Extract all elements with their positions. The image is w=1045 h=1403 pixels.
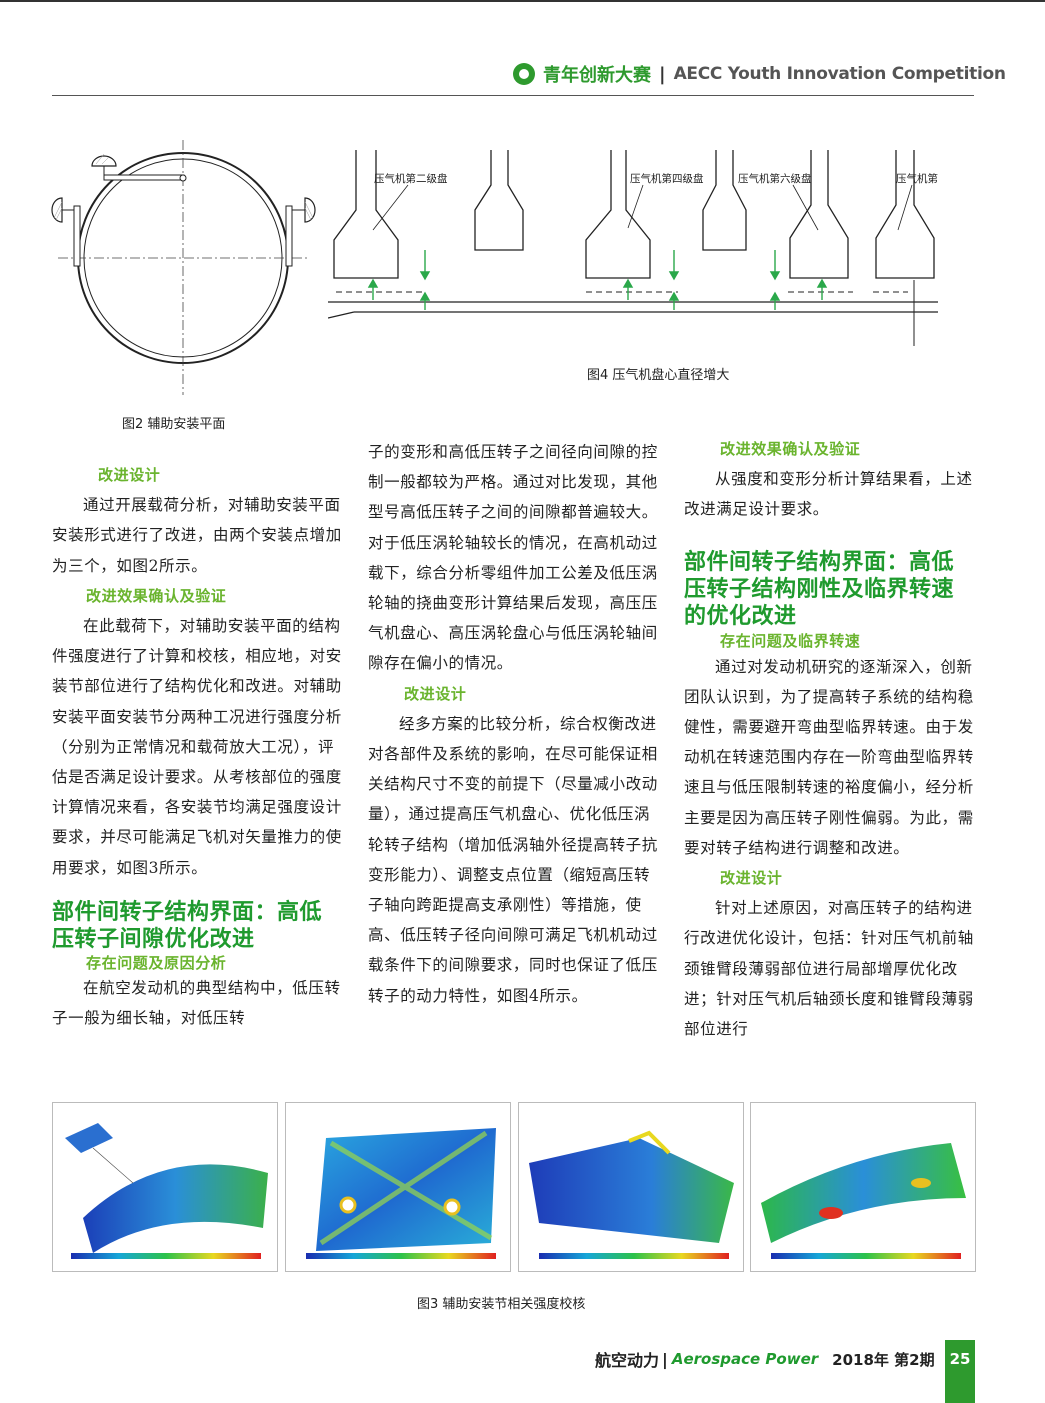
header-separator: |: [659, 63, 666, 85]
col1-paragraph-2: 在此载荷下，对辅助安装平面的结构件强度进行了计算和校核，相应地，对安装节部位进行…: [52, 617, 342, 877]
issue-label: 2018年 第2期: [832, 1350, 935, 1369]
figure-2-diagram: [51, 140, 316, 395]
figure-4-caption: 图4 压气机盘心直径增大: [587, 368, 730, 383]
col3-paragraph-3: 针对上述原因，对高压转子的结构进行改进优化设计，包括：针对压气机前轴颈锥臂段薄弱…: [684, 899, 974, 1039]
fig4-label-stage2: 压气机第二级盘: [374, 172, 448, 185]
col1-paragraph-1: 通过开展载荷分析，对辅助安装平面安装形式进行了改进，由两个安装点增加为三个，如图…: [52, 496, 342, 575]
journal-name-en: Aerospace Power: [671, 1350, 819, 1368]
running-header: 青年创新大赛 | AECC Youth Innovation Competiti…: [513, 60, 1006, 88]
col1-subheading-1: 改进设计: [98, 466, 161, 484]
page-number: 25: [949, 1350, 971, 1368]
col1-paragraph-3: 在航空发动机的典型结构中，低压转子一般为细长轴，对低压转: [52, 978, 341, 1028]
col2-subheading-1: 改进设计: [404, 684, 467, 703]
running-footer: 航空动力 | Aerospace Power 2018年 第2期: [595, 1347, 935, 1371]
fig4-label-stage7: 压气机第七级盘: [896, 172, 938, 185]
top-border: [0, 0, 1045, 2]
figure-4-diagram: 压气机第二级盘 压气机第四级盘 压气机第六级盘 压气机第七级盘: [328, 150, 938, 346]
footer-separator: |: [662, 1349, 668, 1369]
col2-paragraph-1: 子的变形和高低压转子之间径向间隙的控制一般都较为严格。通过对比发现，其他型号高低…: [368, 443, 658, 673]
text-column-3: 改进效果确认及验证 从强度和变形分析计算结果看，上述改进满足设计要求。 部件间转…: [684, 434, 976, 1044]
col1-subheading-3: 存在问题及原因分析: [86, 953, 227, 972]
col3-paragraph-2: 通过对发动机研究的逐渐深入，创新团队认识到，为了提高转子系统的结构稳健性，需要避…: [684, 657, 974, 857]
figure-2-caption: 图2 辅助安装平面: [122, 417, 226, 432]
fea-panel-1: [52, 1102, 278, 1272]
competition-logo-icon: [513, 63, 535, 85]
col2-paragraph-2: 经多方案的比较分析，综合权衡改进对各部件及系统的影响，在尽可能保证相关结构尺寸不…: [368, 714, 658, 1005]
col3-paragraph-1: 从强度和变形分析计算结果看，上述改进满足设计要求。: [684, 470, 973, 519]
page-number-tab: [945, 1340, 975, 1403]
figure-3-caption: 图3 辅助安装节相关强度校核: [417, 1297, 586, 1312]
fea-panel-3: [518, 1102, 744, 1272]
text-column-2: 子的变形和高低压转子之间径向间隙的控制一般都较为严格。通过对比发现，其他型号高低…: [368, 437, 660, 1011]
fea-panel-2: [285, 1102, 511, 1272]
col3-subheading-2: 存在问题及临界转速: [720, 631, 861, 650]
col3-subheading-1: 改进效果确认及验证: [720, 440, 861, 458]
col1-subheading-2: 改进效果确认及验证: [86, 586, 227, 605]
fea-panel-4: [750, 1102, 976, 1272]
col3-subheading-3: 改进设计: [720, 869, 783, 888]
col3-section-heading: 部件间转子结构界面：高低压转子结构刚性及临界转速的优化改进: [684, 549, 955, 629]
journal-name-cn: 航空动力: [595, 1351, 660, 1370]
figure-3-panels: [52, 1102, 976, 1272]
header-title-cn: 青年创新大赛: [543, 65, 651, 86]
text-column-1: 改进设计 通过开展载荷分析，对辅助安装平面安装形式进行了改进，由两个安装点增加为…: [52, 460, 344, 1033]
header-rule: [52, 95, 974, 96]
col1-section-heading: 部件间转子结构界面：高低压转子间隙优化改进: [52, 899, 323, 952]
fig4-label-stage4: 压气机第四级盘: [630, 172, 704, 185]
header-title-en: AECC Youth Innovation Competition: [673, 64, 1006, 84]
fig4-label-stage6: 压气机第六级盘: [738, 172, 812, 185]
